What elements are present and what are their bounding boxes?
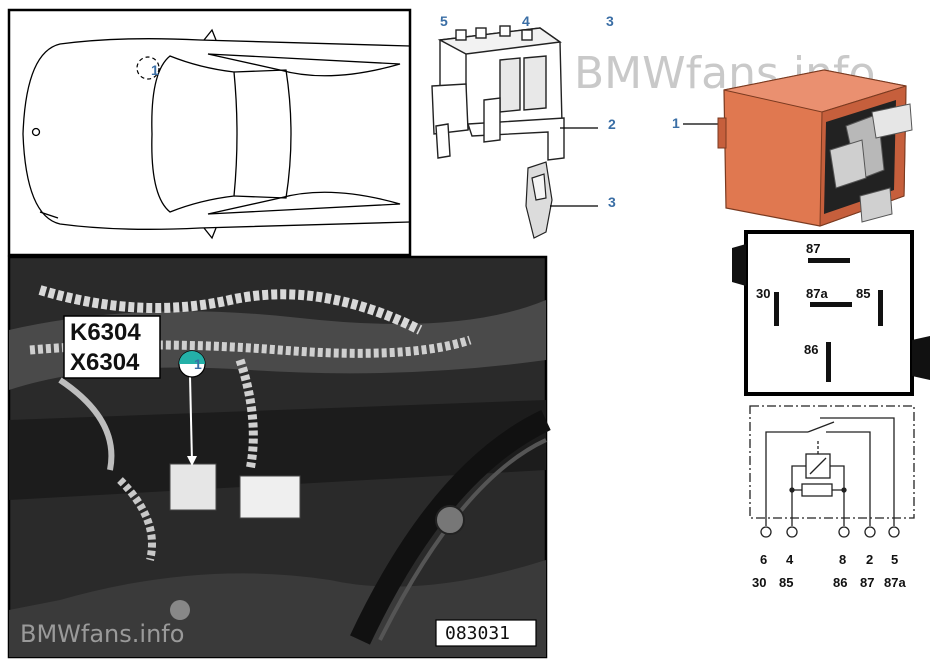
pin-85-blade [878,290,883,326]
photo-label-x6304: X6304 [70,349,140,376]
car-view-panel: 1 [7,8,412,257]
schematic-pin-num-2: 2 [866,552,873,567]
crimp-terminal [525,161,553,239]
car-callout-1: 1 [151,62,159,78]
pin-label-30: 30 [756,286,770,301]
pin-86-blade [826,342,831,382]
schematic-term-30: 30 [752,575,766,590]
schematic-term-86: 86 [833,575,847,590]
pin-label-87a: 87a [806,286,828,301]
relay-schematic [749,405,915,538]
schematic-pin-num-5: 5 [891,552,898,567]
car-outline [22,28,411,240]
schematic-pin-num-6: 6 [760,552,767,567]
pin-label-87: 87 [806,241,820,256]
pin-87-blade [808,258,850,263]
schematic-pin-num-8: 8 [839,552,846,567]
location-callout-marker [136,56,160,80]
schematic-pin-num-4: 4 [786,552,794,567]
photo-label-k6304: K6304 [70,319,141,346]
pin-87a-blade [810,302,852,307]
watermark-bottom: BMWfans.info [20,620,184,648]
relay-socket-photo [169,463,217,511]
schematic-pin-labels: 6 4 8 2 5 30 85 86 87 87a [752,552,906,590]
photo-image-code: 083031 [445,623,510,644]
part-number-2: 2 [608,116,616,132]
pin-label-85: 85 [856,286,870,301]
part-number-3: 3 [608,194,616,210]
relay-pin-layout: 87 30 87a 85 86 [732,230,930,396]
engine-bay-photo: K6304 X6304 1 083031 [7,255,551,659]
schematic-term-87: 87 [860,575,874,590]
photo-callout-1: 1 [194,356,202,372]
part-number-3-top: 3 [606,13,614,29]
part-number-4: 4 [522,13,530,29]
relay-callout-1: 1 [672,115,680,131]
schematic-term-87a: 87a [884,575,906,590]
pin-label-86: 86 [804,342,818,357]
schematic-term-85: 85 [779,575,793,590]
connector-housing [431,25,565,161]
pin-30-blade [774,292,779,326]
part-number-5: 5 [440,13,448,29]
relay-image: 1 [672,69,913,227]
connector-parts: 5 4 3 2 3 [431,13,616,239]
